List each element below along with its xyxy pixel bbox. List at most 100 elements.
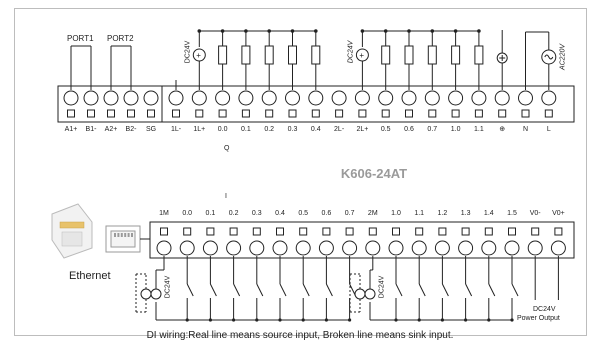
ethernet-pin: [114, 233, 116, 237]
load-resistor-icon: [404, 45, 414, 65]
top-terminal-screw: [541, 90, 557, 106]
top-terminal-label: ⊕: [499, 126, 506, 133]
bottom-terminal-slot: [438, 227, 447, 236]
top-terminal-screw: [378, 90, 394, 106]
load-resistor-icon: [311, 45, 321, 65]
load-resistor-icon: [218, 45, 228, 65]
top-terminal-slot: [265, 109, 274, 118]
ac220v-label: AC220V: [559, 43, 567, 71]
bottom-terminal-label: 1.2: [437, 210, 448, 217]
top-terminal-slot: [521, 109, 530, 118]
top-terminal-slot: [172, 109, 180, 118]
port1-label: PORT1: [67, 34, 94, 43]
bus-node: [197, 29, 202, 33]
top-terminal-screw: [448, 90, 464, 106]
ac-wave-icon: [544, 54, 554, 60]
top-terminal-slot: [241, 109, 250, 118]
bottom-terminal-screw: [458, 240, 474, 256]
top-terminal-slot: [544, 109, 553, 118]
bottom-terminal-screw: [342, 240, 358, 256]
load-resistor-icon: [241, 45, 251, 65]
comm-terminal-screw: [143, 90, 159, 106]
bottom-terminal-screw: [388, 240, 404, 256]
top-terminal-label: 2L-: [334, 126, 345, 133]
top-terminal-slot: [405, 109, 413, 118]
top-terminal-label: 0.0: [217, 126, 228, 133]
input-source-icon: [354, 288, 366, 300]
bottom-terminal-screw: [156, 240, 172, 256]
input-switch-icon: [488, 283, 496, 297]
bottom-terminal-label: 1M: [159, 210, 169, 217]
top-terminal-screw: [285, 90, 300, 106]
bottom-terminal-screw: [179, 240, 195, 256]
bottom-terminal-label: 0.1: [205, 210, 216, 217]
bottom-terminal-label: 0.3: [251, 210, 262, 217]
top-terminal-screw: [215, 90, 231, 106]
input-switch-icon: [441, 283, 449, 297]
bottom-terminal-slot: [461, 227, 470, 236]
top-terminal-slot: [358, 109, 367, 118]
dc24v-output-right-label: DC24V: [347, 40, 355, 64]
comm-terminal-slot: [107, 109, 115, 118]
top-terminal-label: 1.0: [450, 126, 461, 133]
top-terminal-slot: [335, 109, 344, 118]
comm-terminal-screw: [123, 90, 139, 106]
bottom-terminal-screw: [481, 240, 497, 256]
top-terminal-label: L: [546, 126, 551, 133]
bottom-terminal-slot: [299, 227, 308, 236]
bottom-terminal-screw: [226, 240, 242, 256]
comm-terminal-label: B2-: [125, 126, 137, 133]
input-switch-icon: [325, 283, 333, 297]
bottom-terminal-slot: [160, 227, 168, 236]
comm-terminal-label: A1+: [64, 126, 78, 133]
top-terminal-slot: [474, 109, 483, 118]
bottom-terminal-label: 0.6: [321, 210, 332, 217]
bottom-terminal-slot: [415, 227, 424, 236]
top-terminal-screw: [401, 90, 417, 106]
input-switch-icon: [302, 283, 310, 297]
top-terminal-label: 0.5: [380, 126, 391, 133]
top-terminal-label: 0.1: [241, 126, 251, 133]
bottom-terminal-screw: [411, 240, 427, 256]
dc-source-1-polarity: +: [196, 51, 201, 60]
bottom-terminal-slot: [322, 227, 331, 236]
comm-terminal-screw: [83, 90, 99, 106]
power-output-voltage: DC24V: [533, 306, 556, 313]
top-terminal-screw: [354, 90, 370, 106]
top-terminal-screw: [308, 90, 324, 106]
bottom-terminal-screw: [295, 240, 311, 256]
input-switch-icon: [233, 283, 241, 297]
ethernet-pin: [131, 233, 133, 237]
io-terminal-block-bottom: [149, 221, 575, 259]
bottom-terminal-slot: [206, 227, 215, 236]
bottom-terminal-label: 1.4: [483, 210, 494, 217]
load-resistor-icon: [381, 45, 391, 65]
bottom-terminal-screw: [272, 240, 288, 256]
ethernet-pin: [127, 233, 130, 237]
top-terminal-label: 0.4: [310, 126, 321, 133]
input-switch-icon: [209, 283, 217, 297]
comm-terminal-label: A2+: [104, 126, 118, 133]
top-terminal-screw: [238, 90, 254, 106]
bottom-terminal-slot: [252, 227, 261, 236]
port2-label: PORT2: [107, 34, 134, 43]
bottom-terminal-label: 1.0: [391, 210, 401, 217]
bottom-terminal-slot: [229, 227, 238, 236]
top-terminal-screw: [471, 90, 487, 106]
rj45-body-icon: [61, 231, 83, 247]
top-terminal-screw: [518, 90, 533, 106]
top-terminal-slot: [428, 109, 437, 118]
bottom-terminal-screw: [249, 240, 265, 256]
bottom-terminal-label: 0.7: [344, 210, 355, 217]
bottom-terminal-slot: [183, 227, 192, 236]
load-resistor-icon: [427, 45, 437, 65]
bottom-terminal-screw: [434, 240, 450, 256]
top-terminal-label: 0.7: [427, 126, 438, 133]
input-switch-icon: [511, 283, 519, 297]
top-terminal-slot: [195, 109, 204, 118]
bottom-terminal-slot: [554, 227, 563, 236]
input-switch-icon: [186, 283, 194, 297]
input-source-icon: [150, 288, 162, 300]
